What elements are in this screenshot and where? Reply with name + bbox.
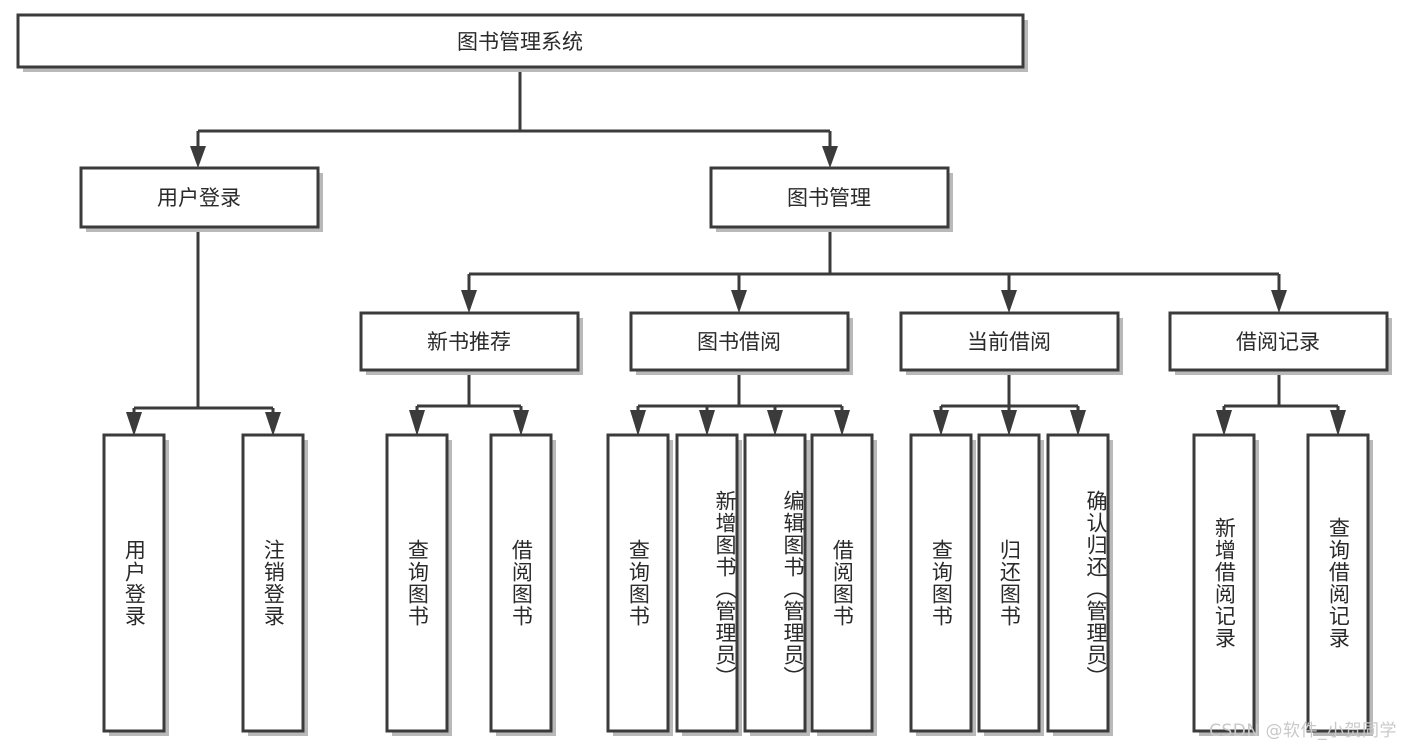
arrow-to-leaf-add-book (699, 410, 715, 436)
leaf-logout-box[interactable] (241, 433, 305, 733)
arrow-to-leaf-query-record (1330, 410, 1346, 436)
node-user-login[interactable]: 用户登录 (79, 166, 323, 232)
node-new-book-rec[interactable]: 新书推荐 (359, 311, 583, 375)
leaf-query-book-rec-box[interactable] (385, 433, 449, 733)
leaf-edit-book-box[interactable] (743, 433, 807, 733)
arrow-to-leaf-query-book-cur (933, 410, 949, 436)
node-current-borrow-label: 当前借阅 (967, 330, 1051, 354)
arrow-to-book-borrow (731, 290, 747, 313)
node-book-borrow[interactable]: 图书借阅 (629, 311, 853, 375)
arrow-to-current-borrow (1001, 290, 1017, 313)
leaf-boxes-group (102, 433, 1373, 736)
node-borrow-record[interactable]: 借阅记录 (1168, 311, 1392, 375)
node-borrow-record-label: 借阅记录 (1236, 330, 1320, 354)
arrow-to-leaf-logout (265, 412, 281, 436)
arrow-root-to-user-login (190, 146, 206, 168)
leaf-query-record-box[interactable] (1306, 433, 1370, 733)
node-current-borrow-box (899, 311, 1120, 372)
node-new-book-rec-box (359, 311, 580, 372)
arrow-to-leaf-query-book-borrow (630, 410, 646, 436)
node-user-login-label: 用户登录 (157, 186, 241, 210)
arrow-to-leaf-borrow-book-rec (513, 410, 529, 436)
arrow-root-to-book-manage (822, 146, 838, 168)
leaf-query-book-cur-box[interactable] (909, 433, 973, 733)
node-new-book-rec-label: 新书推荐 (427, 330, 511, 354)
arrow-to-new-book-rec (461, 290, 477, 313)
leaf-return-book-box[interactable] (977, 433, 1041, 733)
csdn-watermark: CSDN @软件_小贺同学 (1209, 721, 1397, 741)
arrow-to-leaf-edit-book (767, 410, 783, 436)
node-root-box (16, 13, 1025, 69)
arrow-to-leaf-add-record (1216, 410, 1232, 436)
node-book-manage[interactable]: 图书管理 (709, 166, 953, 232)
arrow-to-leaf-user-login (126, 412, 142, 436)
node-borrow-record-box (1168, 311, 1389, 372)
node-book-borrow-box (629, 311, 850, 372)
leaf-query-book-borrow-box[interactable] (606, 433, 670, 733)
node-book-manage-box (709, 166, 950, 229)
node-current-borrow[interactable]: 当前借阅 (899, 311, 1123, 375)
arrow-to-leaf-borrow-book (834, 410, 850, 436)
node-book-manage-label: 图书管理 (787, 186, 871, 210)
leaf-borrow-book-rec-box[interactable] (489, 433, 553, 733)
arrow-to-leaf-confirm-return (1070, 410, 1086, 436)
leaf-add-book-box[interactable] (675, 433, 739, 733)
node-user-login-box (79, 166, 320, 229)
connectors-group (126, 67, 1346, 436)
node-root[interactable]: 图书管理系统 (16, 13, 1028, 72)
node-book-borrow-label: 图书借阅 (697, 330, 781, 354)
leaf-confirm-return-box[interactable] (1046, 433, 1110, 733)
leaf-add-record-box[interactable] (1192, 433, 1256, 733)
node-root-label: 图书管理系统 (457, 30, 583, 54)
leaf-user-login-box[interactable] (102, 433, 166, 733)
arrow-to-leaf-query-book-rec (409, 410, 425, 436)
leaf-borrow-book-box[interactable] (810, 433, 874, 733)
arrow-to-borrow-record (1271, 290, 1287, 313)
arrow-to-leaf-return-book (1001, 410, 1017, 436)
